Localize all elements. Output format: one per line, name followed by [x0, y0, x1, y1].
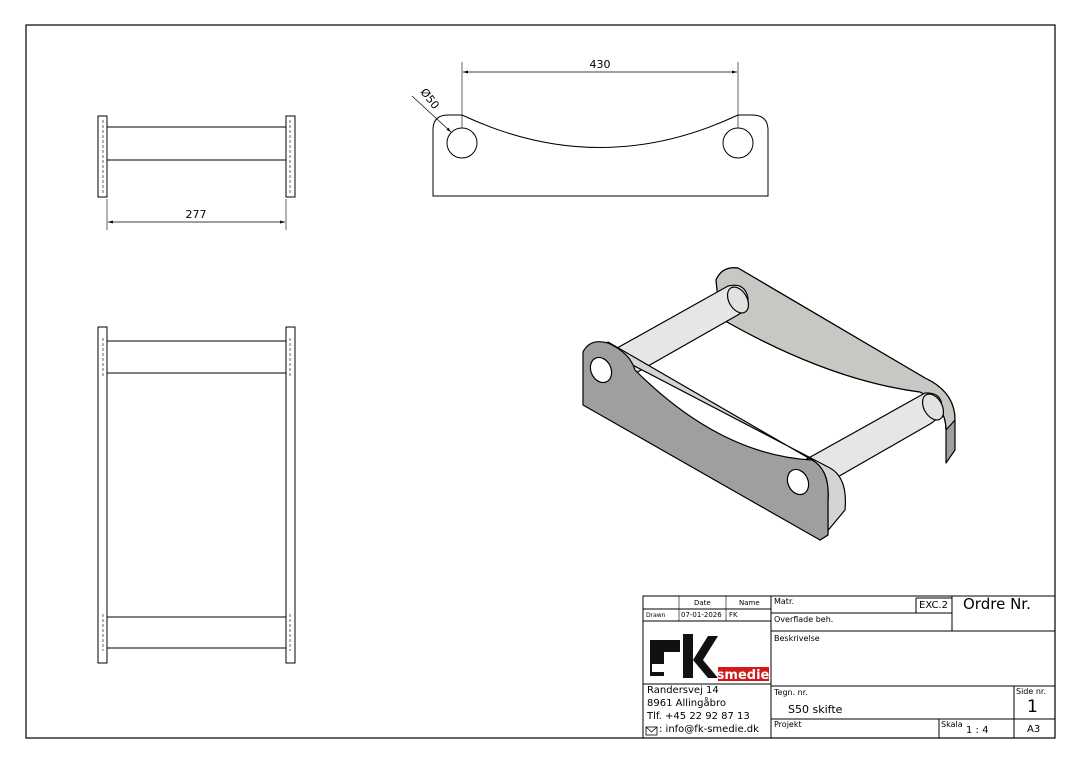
logo-text: smedie	[717, 668, 770, 683]
tegn-value: S50 skifte	[788, 703, 843, 716]
title-block-lines	[642, 595, 1056, 739]
company-logo	[645, 632, 769, 681]
side-plate-view	[411, 62, 769, 197]
skala-label: Skala	[941, 720, 963, 729]
header-name: Name	[739, 599, 760, 607]
side-value: 1	[1027, 697, 1038, 717]
beskrivelse-label: Beskrivelse	[774, 634, 820, 643]
skala-value: 1 : 4	[966, 725, 989, 736]
drawn-name: FK	[729, 611, 738, 619]
address-line-1: Randersvej 14	[647, 685, 719, 696]
dimension-diameter: Ø50	[418, 86, 442, 112]
email[interactable]: : info@fk-smedie.dk	[659, 724, 759, 735]
sheet-border	[25, 24, 1056, 739]
format: A3	[1027, 724, 1041, 735]
exc-class: EXC.2	[919, 600, 948, 611]
drawn-date: 07-01-2026	[681, 611, 722, 619]
projekt-label: Projekt	[774, 720, 802, 729]
ordre-label: Ordre Nr.	[963, 595, 1031, 613]
address-line-2: 8961 Allingåbro	[647, 698, 726, 709]
header-date: Date	[694, 599, 711, 607]
isometric-view	[582, 267, 956, 541]
dimension-277: 277	[186, 208, 207, 221]
overflade-label: Overflade beh.	[774, 615, 834, 624]
matr-label: Matr.	[774, 597, 795, 606]
dimension-430: 430	[590, 58, 611, 71]
envelope-icon	[645, 726, 658, 736]
top-left-view	[97, 115, 296, 230]
side-label: Side nr.	[1016, 687, 1047, 696]
plan-view	[97, 326, 296, 664]
phone: Tlf. +45 22 92 87 13	[647, 711, 750, 722]
drawn-label: Drawn	[646, 612, 666, 619]
tegn-label: Tegn. nr.	[774, 688, 808, 697]
